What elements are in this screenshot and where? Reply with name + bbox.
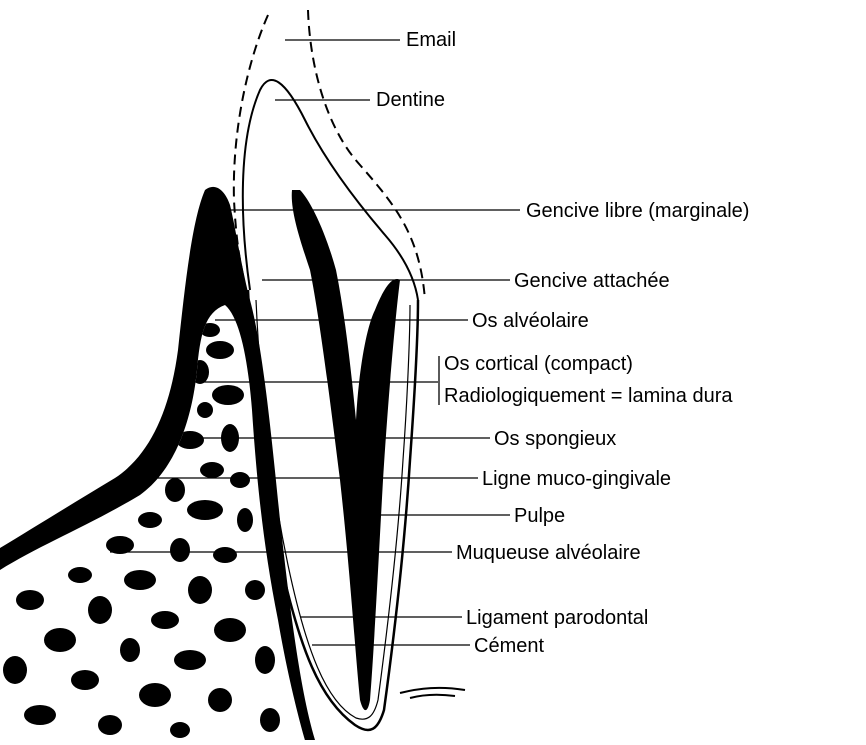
label-gencive-libre: Gencive libre (marginale) <box>526 200 749 222</box>
pulp-shape <box>292 190 400 710</box>
label-pulpe: Pulpe <box>514 505 565 527</box>
labels: Email Dentine Gencive libre (marginale) … <box>376 29 749 657</box>
label-gencive-attachee: Gencive attachée <box>514 270 670 292</box>
label-dentine: Dentine <box>376 89 445 111</box>
sketch-mark <box>400 688 465 698</box>
label-ligament: Ligament parodontal <box>466 607 648 629</box>
label-radiologiquement: Radiologiquement = lamina dura <box>444 385 733 407</box>
label-ligne-muco: Ligne muco-gingivale <box>482 468 671 490</box>
label-os-spongieux: Os spongieux <box>494 428 616 450</box>
label-email: Email <box>406 29 456 51</box>
label-os-cortical: Os cortical (compact) <box>444 353 633 375</box>
label-muqueuse: Muqueuse alvéolaire <box>456 542 641 564</box>
label-cement: Cément <box>474 635 544 657</box>
label-os-alveolaire: Os alvéolaire <box>472 310 589 332</box>
